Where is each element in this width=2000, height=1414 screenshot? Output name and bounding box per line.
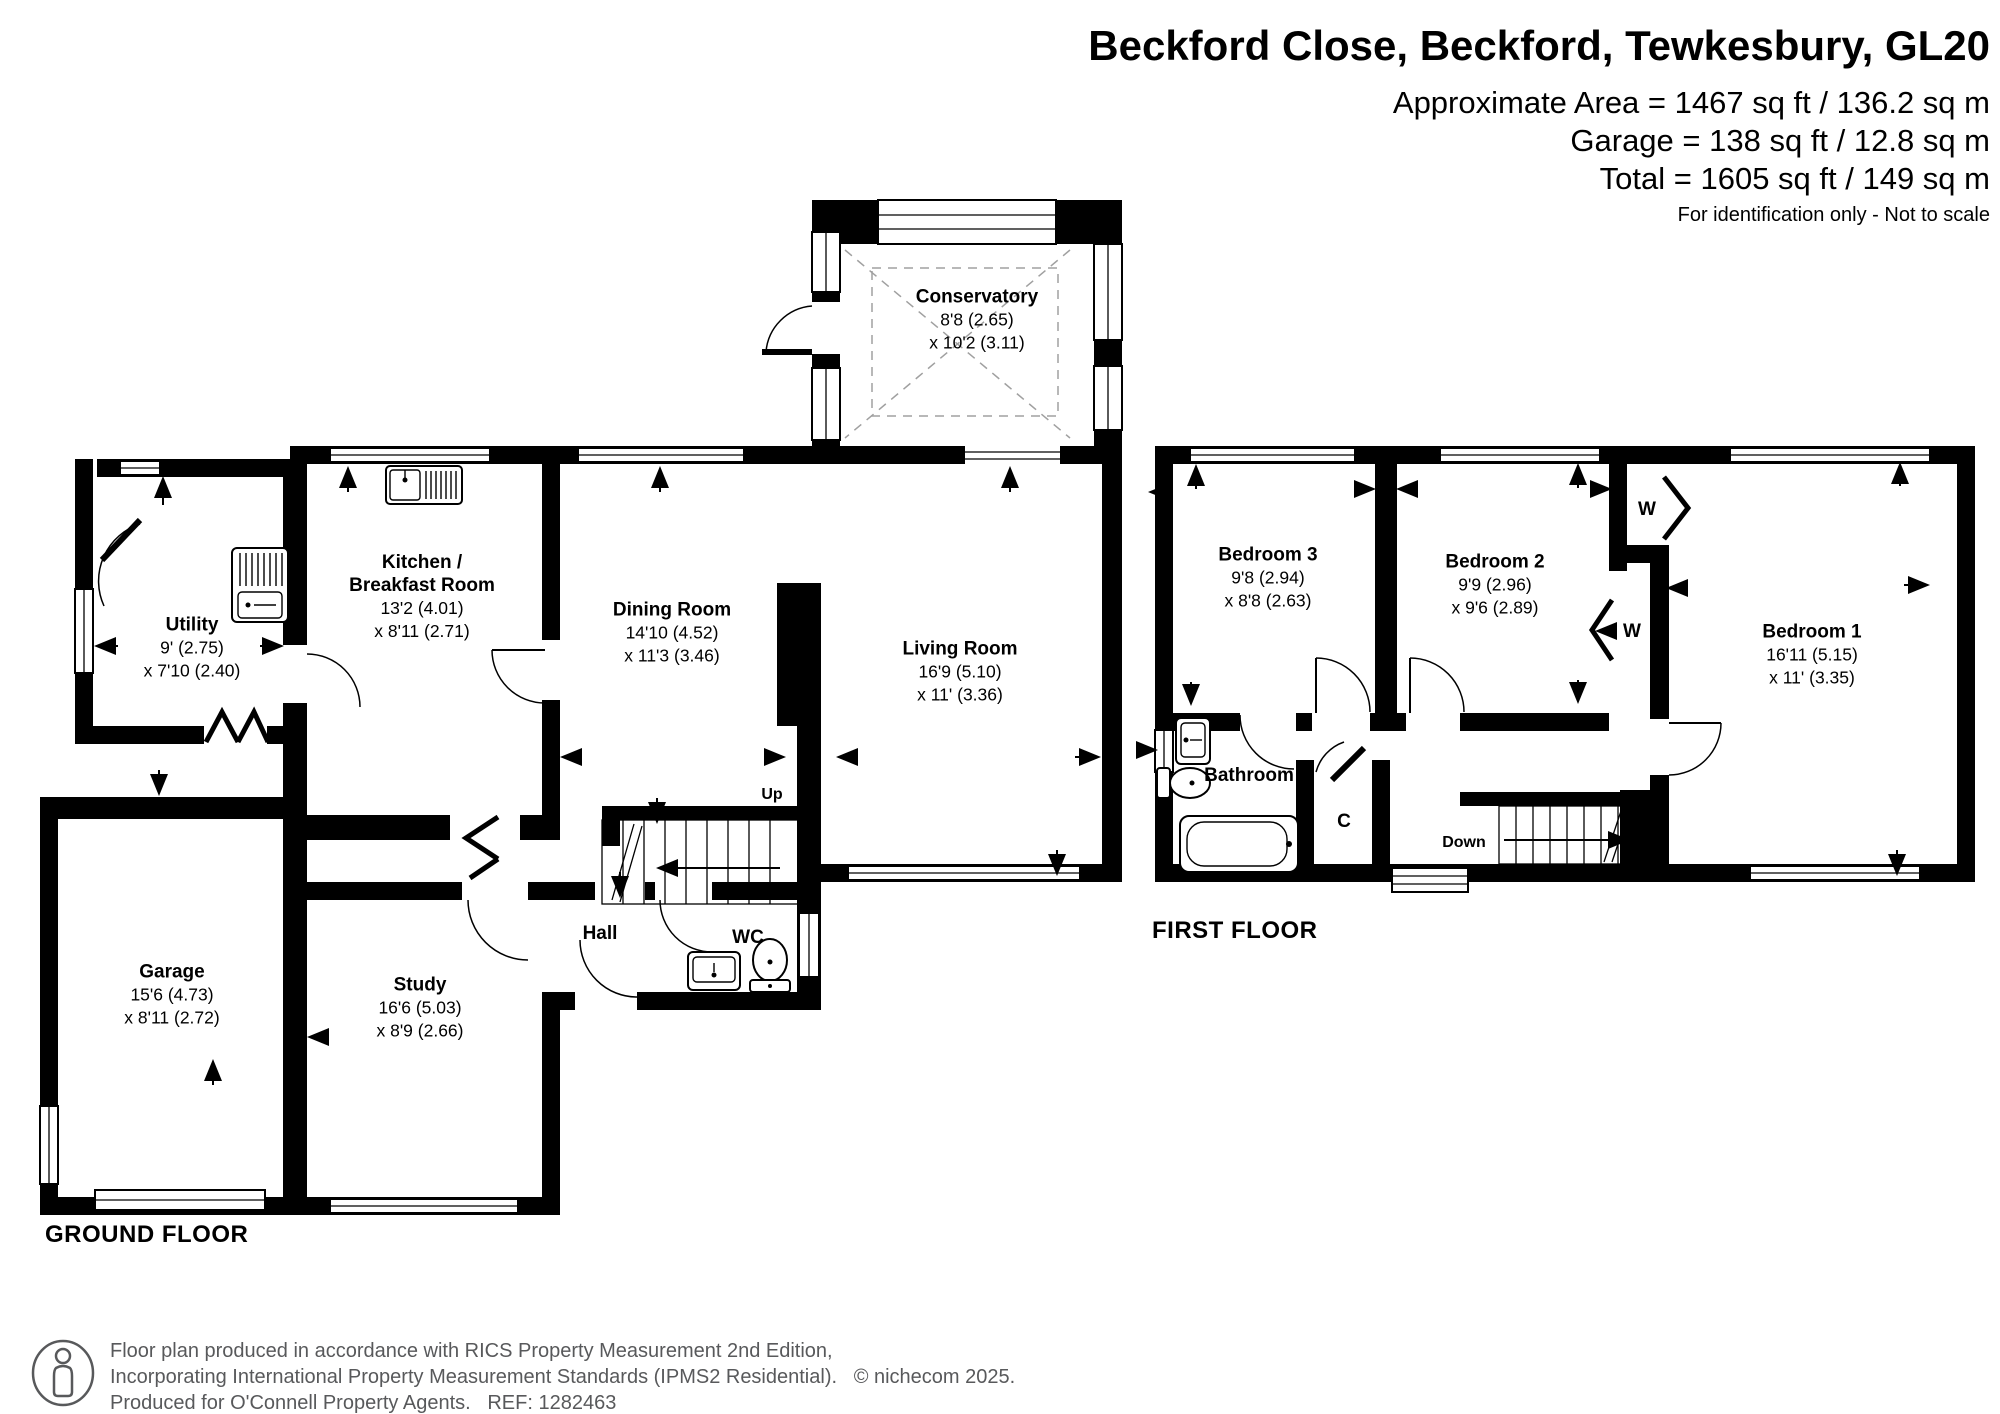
first-floor-arrows xyxy=(1136,462,1930,876)
room-name: Study xyxy=(393,974,447,996)
scale-disclaimer: For identification only - Not to scale xyxy=(1677,204,1990,226)
room-dim: 13'2 (4.01) xyxy=(380,598,464,618)
room-label-kitchen: Kitchen / Breakfast Room 13'2 (4.01) x 8… xyxy=(349,551,495,643)
room-dim: x 11' (3.36) xyxy=(917,684,1003,705)
room-dim: x 8'9 (2.66) xyxy=(376,1020,464,1041)
room-label-living: Living Room 16'9 (5.10) x 11' (3.36) xyxy=(902,638,1017,707)
stairs-up-label: Up xyxy=(761,786,783,803)
conservatory-dashed-marks xyxy=(844,249,1071,439)
garage-area-line: Garage = 138 sq ft / 12.8 sq m xyxy=(1570,123,1990,158)
wardrobe-label-top: W xyxy=(1638,499,1656,520)
utility-garage-bifold-door xyxy=(203,706,271,744)
landing-step xyxy=(1391,867,1469,893)
room-dim: 16'9 (5.10) xyxy=(918,661,1002,682)
bathroom-sink-icon xyxy=(1175,717,1211,765)
room-dim: x 8'8 (2.63) xyxy=(1224,590,1312,611)
wc-door xyxy=(659,899,713,953)
room-dim: 16'11 (5.15) xyxy=(1766,644,1858,665)
footer: Floor plan produced in accordance with R… xyxy=(30,1338,1015,1414)
room-label-study: Study 16'6 (5.03) x 8'9 (2.66) xyxy=(377,974,464,1043)
wardrobe-label-bottom: W xyxy=(1623,621,1641,642)
cupboard-label: C xyxy=(1337,811,1351,832)
ground-floor-arrows xyxy=(94,466,1101,1085)
bathroom-door xyxy=(1239,714,1295,770)
first-floor-openings xyxy=(1240,713,1296,731)
page-title: Beckford Close, Beckford, Tewkesbury, GL… xyxy=(1088,22,1990,69)
room-name: Breakfast Room xyxy=(349,575,495,596)
ground-floor-doors xyxy=(97,305,813,998)
room-name: Utility xyxy=(165,614,219,636)
room-label-bathroom: Bathroom xyxy=(1204,765,1294,786)
room-dim: 14'10 (4.52) xyxy=(625,622,719,643)
wc-sink-icon xyxy=(687,951,741,991)
room-dim: x 9'6 (2.89) xyxy=(1451,597,1539,618)
washing-machine-icon xyxy=(231,547,289,623)
kitchen-dining-door xyxy=(491,649,546,704)
room-name: Living Room xyxy=(902,638,1018,660)
person-logo-icon xyxy=(31,1339,95,1407)
cupboard-door xyxy=(1329,745,1367,783)
footer-text: Floor plan produced in accordance with R… xyxy=(110,1338,1015,1414)
room-dim: 15'6 (4.73) xyxy=(130,984,214,1005)
room-dim: 16'6 (5.03) xyxy=(378,997,462,1018)
room-label-bedroom1: Bedroom 1 16'11 (5.15) x 11' (3.35) xyxy=(1762,621,1861,690)
utility-kitchen-door xyxy=(306,653,361,708)
wardrobe-top-bifold-door xyxy=(1662,475,1692,541)
first-floor-title: FIRST FLOOR xyxy=(1152,917,1318,944)
room-label-bedroom2: Bedroom 2 9'9 (2.96) x 9'6 (2.89) xyxy=(1445,551,1544,620)
room-name: Conservatory xyxy=(915,286,1039,308)
bedroom3-door xyxy=(1315,657,1371,713)
room-label-garage: Garage 15'6 (4.73) x 8'11 (2.72) xyxy=(124,961,219,1030)
room-dim: 9'9 (2.96) xyxy=(1458,574,1532,595)
room-dim: x 7'10 (2.40) xyxy=(143,660,241,681)
study-door xyxy=(467,899,529,961)
room-dim: 8'8 (2.65) xyxy=(940,309,1014,330)
bathtub-icon xyxy=(1179,815,1299,873)
room-dim: 9'8 (2.94) xyxy=(1231,567,1305,588)
footer-line-2: Incorporating International Property Mea… xyxy=(110,1366,1016,1388)
room-dim: 9' (2.75) xyxy=(160,637,224,658)
bathroom-toilet-icon xyxy=(1156,767,1211,799)
room-label-dining: Dining Room 14'10 (4.52) x 11'3 (3.46) xyxy=(613,599,731,668)
ground-floor-openings xyxy=(204,302,1060,1010)
room-label-utility: Utility 9' (2.75) x 7'10 (2.40) xyxy=(144,614,241,683)
bedroom1-door xyxy=(1668,722,1722,776)
room-name: Bedroom 2 xyxy=(1445,551,1545,573)
first-floor-plan xyxy=(1136,446,1975,893)
kitchen-sink-icon xyxy=(385,465,463,505)
room-label-conservatory: Conservatory 8'8 (2.65) x 10'2 (3.11) xyxy=(916,286,1039,355)
room-name: Bedroom 1 xyxy=(1762,621,1862,643)
room-label-wc: WC xyxy=(732,927,764,948)
header: Beckford Close, Beckford, Tewkesbury, GL… xyxy=(1088,22,1990,230)
room-name: Bedroom 3 xyxy=(1218,544,1318,566)
kitchen-hall-bifold-door xyxy=(461,814,500,881)
room-name: Garage xyxy=(139,961,205,983)
room-name: Kitchen / xyxy=(381,552,463,573)
room-label-bedroom3: Bedroom 3 9'8 (2.94) x 8'8 (2.63) xyxy=(1218,544,1317,613)
front-door xyxy=(579,939,638,998)
first-floor-doors xyxy=(1239,475,1722,783)
total-area-line: Total = 1605 sq ft / 149 sq m xyxy=(1599,161,1990,196)
footer-line-1: Floor plan produced in accordance with R… xyxy=(110,1340,833,1362)
stairs-down-label: Down xyxy=(1442,834,1486,851)
room-dim: x 11' (3.35) xyxy=(1769,667,1855,688)
bedroom2-door xyxy=(1409,657,1465,713)
room-dim: x 11'3 (3.46) xyxy=(624,645,720,666)
wardrobe-bottom-bifold-door xyxy=(1588,598,1615,662)
room-name: Dining Room xyxy=(612,599,732,621)
staircase-up xyxy=(601,819,803,905)
footer-line-3: Produced for O'Connell Property Agents. … xyxy=(110,1392,617,1414)
staircase-down xyxy=(1498,805,1641,865)
ground-floor-plan xyxy=(39,199,1123,1215)
ground-floor-title: GROUND FLOOR xyxy=(45,1221,249,1248)
first-floor-windows xyxy=(1154,447,1931,893)
room-dim: x 8'11 (2.72) xyxy=(124,1007,220,1028)
room-label-hall: Hall xyxy=(582,923,618,944)
room-dim: x 8'11 (2.71) xyxy=(374,621,470,641)
ground-floor-windows xyxy=(39,199,1123,1214)
wc-toilet-icon xyxy=(749,938,791,993)
room-dim: x 10'2 (3.11) xyxy=(929,332,1025,353)
approximate-area-line: Approximate Area = 1467 sq ft / 136.2 sq… xyxy=(1392,85,1990,120)
